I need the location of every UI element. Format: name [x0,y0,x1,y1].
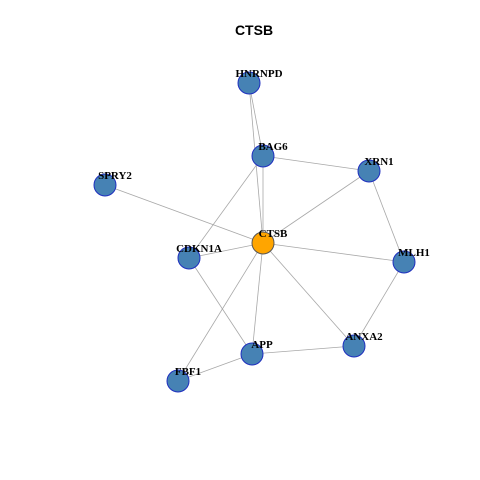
edge-ctsb-app [251,242,264,355]
node-label-ctsb: CTSB [259,228,288,240]
edge-ctsb-cdkn1a [188,242,264,259]
node-spry2: SPRY2 [93,170,132,197]
node-circle-hnrnpd [237,71,261,95]
node-label-mlh1: MLH1 [398,247,430,259]
edge-xrn1-ctsb [262,170,370,244]
edge-hnrnpd-bag6 [248,82,264,157]
node-label-spry2: SPRY2 [98,170,132,182]
node-circle-xrn1 [357,159,381,183]
node-circle-app [240,342,264,366]
edge-cdkn1a-app [188,257,253,355]
node-circle-bag6 [251,144,275,168]
node-label-cdkn1a: CDKN1A [176,243,222,255]
node-bag6: BAG6 [251,141,288,168]
node-circle-mlh1 [392,250,416,274]
edge-xrn1-mlh1 [368,170,405,263]
edge-bag6-cdkn1a [188,155,264,259]
edge-spry2-ctsb [104,184,264,244]
node-xrn1: XRN1 [357,156,394,183]
edge-bag6-xrn1 [262,155,370,172]
edge-ctsb-mlh1 [262,242,405,263]
node-mlh1: MLH1 [392,247,430,274]
node-circle-fbf1 [166,369,190,393]
node-label-fbf1: FBF1 [175,366,201,378]
edge-mlh1-anxa2 [353,261,405,347]
edge-anxa2-app [251,345,355,355]
diagram-title: CTSB [235,22,273,38]
node-hnrnpd: HNRNPD [235,68,283,95]
node-fbf1: FBF1 [166,366,201,393]
edge-ctsb-anxa2 [262,242,355,347]
node-label-hnrnpd: HNRNPD [235,68,282,80]
node-circle-spry2 [93,173,117,197]
node-cdkn1a: CDKN1A [176,243,222,270]
node-label-app: APP [251,339,273,351]
node-label-bag6: BAG6 [258,141,288,153]
node-label-xrn1: XRN1 [364,156,393,168]
node-circle-ctsb [251,231,275,255]
node-ctsb: CTSB [251,228,288,255]
edge-app-fbf1 [177,353,253,382]
node-label-anxa2: ANXA2 [345,331,383,343]
edge-ctsb-fbf1 [177,242,264,382]
edge-layer [104,82,405,382]
node-anxa2: ANXA2 [342,331,383,358]
node-circle-anxa2 [342,334,366,358]
node-app: APP [240,339,273,366]
node-circle-cdkn1a [177,246,201,270]
